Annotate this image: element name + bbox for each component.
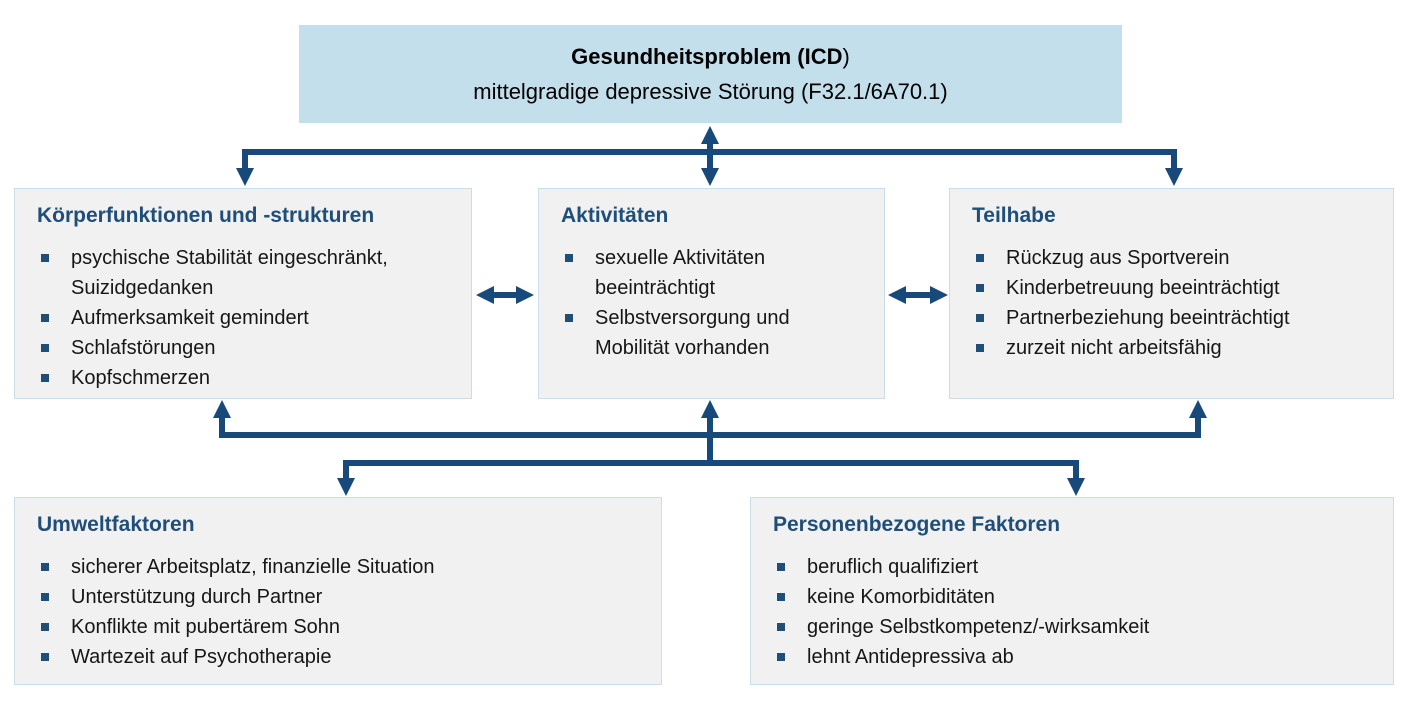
bullet-list: sicherer Arbeitsplatz, finanzielle Situa… — [37, 552, 641, 672]
health-problem-subtitle: mittelgradige depressive Störung (F32.1/… — [473, 79, 948, 104]
box-environmental-factors: Umweltfaktoren sicherer Arbeitsplatz, fi… — [14, 497, 662, 685]
list-item: Selbstversorgung und Mobilität vorhanden — [561, 303, 864, 363]
bullet-square-icon — [976, 344, 984, 352]
box-body-functions: Körperfunktionen und -strukturen psychis… — [14, 188, 472, 399]
bullet-square-icon — [777, 563, 785, 571]
health-problem-title: Gesundheitsproblem (ICD) — [571, 39, 850, 75]
box-personal-factors: Personenbezogene Faktoren beruflich qual… — [750, 497, 1394, 685]
arrow-healthproblem-activities-icon — [701, 126, 719, 186]
list-item: keine Komorbiditäten — [773, 582, 1373, 612]
list-item: Unterstützung durch Partner — [37, 582, 641, 612]
bullet-square-icon — [777, 623, 785, 631]
arrow-healthproblem-to-sides-icon — [236, 149, 1183, 186]
bullet-square-icon — [41, 344, 49, 352]
box-title: Körperfunktionen und -strukturen — [37, 204, 375, 227]
bullet-square-icon — [41, 623, 49, 631]
box-activities: Aktivitäten sexuelle Aktivitäten beeintr… — [538, 188, 885, 399]
bullet-square-icon — [41, 374, 49, 382]
arrow-bodyfunctions-activities-icon — [476, 286, 534, 304]
bullet-square-icon — [41, 653, 49, 661]
box-title: Personenbezogene Faktoren — [773, 513, 1061, 536]
list-item: Schlafstörungen — [37, 333, 451, 363]
list-item: Wartezeit auf Psychotherapie — [37, 642, 641, 672]
bullet-square-icon — [565, 314, 573, 322]
bullet-list: beruflich qualifiziert keine Komorbiditä… — [773, 552, 1373, 672]
list-item: geringe Selbstkompetenz/-wirksamkeit — [773, 612, 1373, 642]
list-item: Kopfschmerzen — [37, 363, 451, 393]
list-item: Aufmerksamkeit gemindert — [37, 303, 451, 333]
box-title: Teilhabe — [972, 204, 1056, 227]
list-item: Rückzug aus Sportverein — [972, 243, 1373, 273]
list-item: psychische Stabilität eingeschränkt, Sui… — [37, 243, 451, 303]
bullet-square-icon — [41, 314, 49, 322]
bullet-square-icon — [41, 593, 49, 601]
arrow-activities-participation-icon — [888, 286, 948, 304]
list-item: sexuelle Aktivitäten beeinträchtigt — [561, 243, 864, 303]
bullet-square-icon — [976, 284, 984, 292]
list-item: Kinderbetreuung beeinträchtigt — [972, 273, 1373, 303]
box-health-problem: Gesundheitsproblem (ICD) mittelgradige d… — [299, 25, 1122, 123]
bullet-square-icon — [976, 254, 984, 262]
arrow-factors-to-sides-icon — [213, 400, 1207, 438]
bullet-square-icon — [41, 254, 49, 262]
list-item: zurzeit nicht arbeitsfähig — [972, 333, 1373, 363]
list-item: Partnerbeziehung beeinträchtigt — [972, 303, 1373, 333]
box-title: Umweltfaktoren — [37, 513, 195, 536]
box-title: Aktivitäten — [561, 204, 669, 227]
arrow-rail-to-factors-icon — [337, 460, 1085, 496]
arrow-factors-to-activities-icon — [701, 400, 719, 463]
bullet-list: sexuelle Aktivitäten beeinträchtigt Selb… — [561, 243, 864, 363]
list-item: sicherer Arbeitsplatz, finanzielle Situa… — [37, 552, 641, 582]
health-problem-title-tail: ) — [842, 44, 850, 69]
box-participation: Teilhabe Rückzug aus Sportverein Kinderb… — [949, 188, 1394, 399]
bullet-list: psychische Stabilität eingeschränkt, Sui… — [37, 243, 451, 393]
bullet-square-icon — [777, 593, 785, 601]
health-problem-title-bold: Gesundheitsproblem (ICD — [571, 44, 843, 69]
list-item: beruflich qualifiziert — [773, 552, 1373, 582]
bullet-square-icon — [41, 563, 49, 571]
list-item: lehnt Antidepressiva ab — [773, 642, 1373, 672]
bullet-square-icon — [565, 254, 573, 262]
bullet-list: Rückzug aus Sportverein Kinderbetreuung … — [972, 243, 1373, 363]
list-item: Konflikte mit pubertärem Sohn — [37, 612, 641, 642]
bullet-square-icon — [777, 653, 785, 661]
bullet-square-icon — [976, 314, 984, 322]
